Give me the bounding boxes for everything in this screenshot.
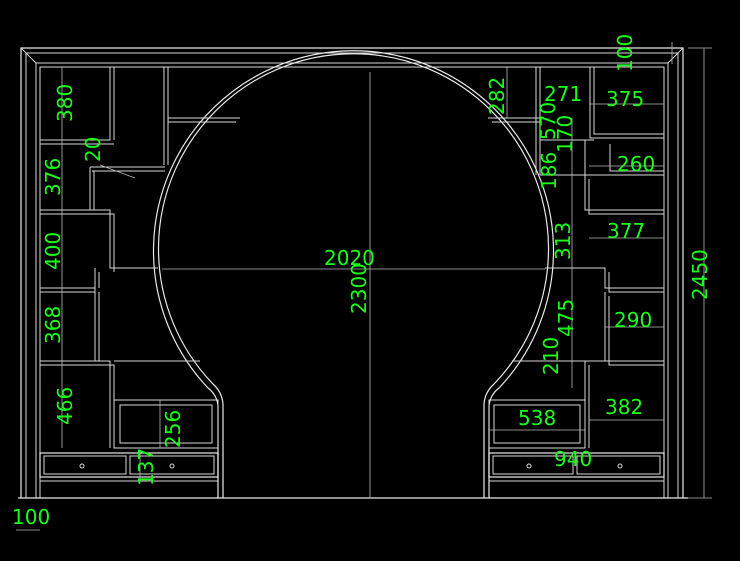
dim-right-inner-7: 210 [539, 337, 563, 375]
dim-overall-height: 2450 [688, 249, 712, 300]
dimension-labels: 2020 2300 2450 100 100 380 376 400 368 4… [12, 34, 712, 529]
dim-right-4: 377 [607, 219, 645, 243]
dim-frame-top: 100 [613, 34, 637, 72]
outer-frame [18, 47, 688, 499]
dim-left-4: 368 [41, 306, 65, 344]
top-band [109, 67, 541, 175]
dim-left-drawer: 256 [161, 410, 185, 448]
dim-right-inner-4: 186 [537, 152, 561, 190]
dim-arch-height: 2300 [347, 263, 371, 314]
right-shelving [488, 67, 665, 482]
dim-left-drawer-bottom: 137 [134, 448, 158, 486]
dim-left-5: 466 [53, 387, 77, 425]
dim-right-2: 375 [606, 87, 644, 111]
dim-left-gap: 20 [81, 137, 105, 162]
dim-right-drawer: 538 [518, 406, 556, 430]
dim-right-inner-1: 282 [485, 77, 509, 115]
dim-right-inner-3: 170 [553, 115, 577, 153]
dim-left-3: 400 [41, 232, 65, 270]
dim-right-6: 382 [605, 395, 643, 419]
moon-gate-arch [152, 50, 555, 498]
dim-right-inner-6: 475 [554, 299, 578, 337]
dim-left-2: 376 [41, 158, 65, 196]
dim-left-1: 380 [53, 84, 77, 122]
dim-frame-left: 100 [12, 505, 50, 529]
dimension-lines [16, 42, 712, 531]
dim-overall-width: 2020 [324, 246, 375, 270]
dim-right-5: 290 [614, 308, 652, 332]
dim-right-drawer-bottom: 940 [554, 447, 592, 471]
dim-right-1: 271 [544, 82, 582, 106]
dim-right-3: 260 [617, 152, 655, 176]
dim-right-inner-5: 313 [551, 222, 575, 260]
dim-right-inner-2: 570 [536, 102, 560, 140]
left-shelving [39, 67, 219, 482]
